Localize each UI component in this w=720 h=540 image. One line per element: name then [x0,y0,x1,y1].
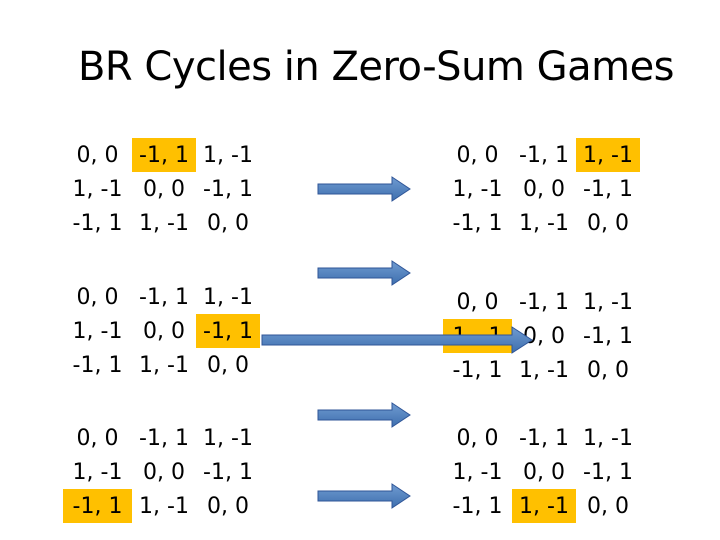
matrix-cell: 1, -1 [519,357,569,383]
matrix-cell: 0, 0 [76,284,119,310]
matrix-cell: 0, 0 [523,323,565,349]
matrix-cell: 1, -1 [139,210,189,236]
matrix-cell: 0, 0 [143,318,185,344]
payoff-matrix-5: 0, 0 -1, 1 1, -1 1, -1 0, 0 -1, 1 -1, 1 1, -1 0,… [63,421,260,523]
matrix-cell: 1, -1 [139,352,189,378]
matrix-cell: 0, 0 [456,289,499,315]
matrix-cell: 1, -1 [583,425,633,451]
matrix-cell: 1, -1 [452,176,503,202]
matrix-cell: 0, 0 [587,210,629,236]
matrix-cell: -1, 1 [519,142,569,168]
matrix-cell: 0, 0 [143,459,185,485]
matrix-cell: -1, 1 [519,425,569,451]
arrow-right-1 [317,176,411,202]
matrix-cell-best-response: -1, 1 [196,314,260,348]
matrix-cell: -1, 1 [583,323,633,349]
matrix-cell: 0, 0 [207,493,249,519]
matrix-cell: -1, 1 [452,493,503,519]
matrix-cell: -1, 1 [139,284,189,310]
matrix-cell: 1, -1 [72,318,123,344]
arrow-long-3 [261,326,533,354]
matrix-cell-best-response: -1, 1 [63,489,132,523]
matrix-cell: -1, 1 [519,289,569,315]
matrix-cell: 0, 0 [587,357,629,383]
matrix-cell: 0, 0 [207,210,249,236]
matrix-cell: 0, 0 [523,459,565,485]
matrix-cell: -1, 1 [452,357,503,383]
payoff-matrix-1: 0, 0 -1, 1 1, -1 1, -1 0, 0 -1, 1 -1, 1 1, -1 0,… [63,138,260,240]
matrix-cell: 0, 0 [207,352,249,378]
matrix-cell: -1, 1 [139,425,189,451]
matrix-cell: -1, 1 [72,352,123,378]
matrix-cell: 0, 0 [523,176,565,202]
matrix-cell: -1, 1 [203,176,253,202]
matrix-cell-best-response: -1, 1 [132,138,196,172]
matrix-cell: 1, -1 [203,284,253,310]
matrix-cell: 0, 0 [456,142,499,168]
matrix-cell: -1, 1 [203,459,253,485]
matrix-cell: -1, 1 [72,210,123,236]
matrix-cell: 0, 0 [76,142,119,168]
matrix-cell: 1, -1 [203,425,253,451]
matrix-cell: 0, 0 [143,176,185,202]
matrix-cell: 1, -1 [72,459,123,485]
matrix-cell: 1, -1 [72,176,123,202]
matrix-cell: 1, -1 [203,142,253,168]
matrix-cell-best-response: 1, -1 [512,489,576,523]
arrow-right-2 [317,260,411,286]
payoff-matrix-3: 0, 0 -1, 1 1, -1 1, -1 0, 0 -1, 1 -1, 1 1, -1 0,… [63,280,260,382]
slide-title: BR Cycles in Zero-Sum Games [77,44,675,90]
matrix-cell: 0, 0 [456,425,499,451]
matrix-cell-best-response: 1, -1 [576,138,640,172]
matrix-cell: 1, -1 [583,289,633,315]
payoff-matrix-2: 0, 0 -1, 1 1, -1 1, -1 0, 0 -1, 1 -1, 1 1, -1 0,… [443,138,640,240]
matrix-cell: 0, 0 [76,425,119,451]
matrix-cell: 0, 0 [587,493,629,519]
matrix-cell: -1, 1 [583,176,633,202]
matrix-cell: 1, -1 [452,459,503,485]
matrix-cell: 1, -1 [519,210,569,236]
matrix-cell: -1, 1 [583,459,633,485]
matrix-cell: 1, -1 [139,493,189,519]
arrow-right-4 [317,402,411,428]
arrow-right-5 [317,483,411,509]
payoff-matrix-6: 0, 0 -1, 1 1, -1 1, -1 0, 0 -1, 1 -1, 1 1, -1 0,… [443,421,640,523]
matrix-cell: -1, 1 [452,210,503,236]
